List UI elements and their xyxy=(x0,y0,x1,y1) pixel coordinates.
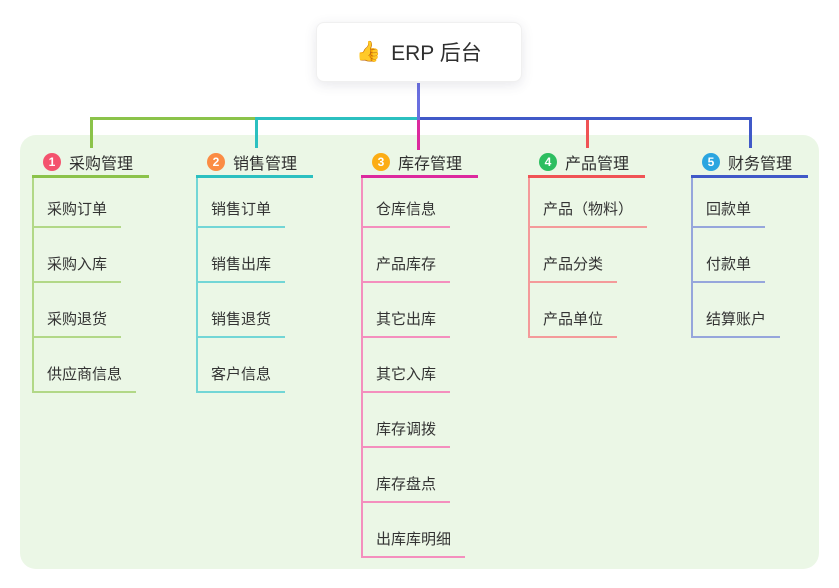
branch-inventory-header: 3 库存管理 xyxy=(361,148,478,178)
branch-inventory: 3 库存管理 仓库信息 产品库存 其它出库 其它入库 库存调拨 库存盘点 出库库… xyxy=(361,148,478,558)
node-item: 销售出库 xyxy=(198,228,286,283)
branch-finance-items: 回款单 付款单 结算账户 xyxy=(691,178,808,338)
node-item: 出库库明细 xyxy=(363,503,466,558)
branch-number-badge: 4 xyxy=(539,152,557,171)
branch-finance: 5 财务管理 回款单 付款单 结算账户 xyxy=(691,148,808,338)
node-item: 其它入库 xyxy=(363,338,451,393)
thumbs-up-icon: 👍 xyxy=(356,41,382,63)
root-node: 👍 ERP 后台 xyxy=(316,22,522,82)
branches-background-panel xyxy=(20,135,819,569)
branch-purchase-items: 采购订单 采购入库 采购退货 供应商信息 xyxy=(32,178,149,393)
branch-number-badge: 5 xyxy=(702,152,720,171)
branch-product-header: 4 产品管理 xyxy=(528,148,645,178)
branch-label: 采购管理 xyxy=(69,155,134,173)
branch-product: 4 产品管理 产品（物料） 产品分类 产品单位 xyxy=(528,148,648,338)
branch-sales-items: 销售订单 销售出库 销售退货 客户信息 xyxy=(196,178,313,393)
node-item: 回款单 xyxy=(693,178,766,228)
node-item: 供应商信息 xyxy=(34,338,137,393)
branch-number-badge: 2 xyxy=(207,152,225,171)
node-item: 采购订单 xyxy=(34,178,122,228)
node-item: 结算账户 xyxy=(693,283,781,338)
node-item: 其它出库 xyxy=(363,283,451,338)
branch-product-items: 产品（物料） 产品分类 产品单位 xyxy=(528,178,648,338)
node-item: 产品库存 xyxy=(363,228,451,283)
branch-label: 销售管理 xyxy=(233,155,298,173)
branch-label: 财务管理 xyxy=(728,155,793,173)
branch-label: 库存管理 xyxy=(398,155,463,173)
node-item: 采购入库 xyxy=(34,228,122,283)
node-item: 仓库信息 xyxy=(363,178,451,228)
branch-finance-header: 5 财务管理 xyxy=(691,148,808,178)
node-item: 库存调拨 xyxy=(363,393,451,448)
node-item: 付款单 xyxy=(693,228,766,283)
node-item: 产品分类 xyxy=(530,228,618,283)
branch-label: 产品管理 xyxy=(565,155,630,173)
node-item: 产品单位 xyxy=(530,283,618,338)
branch-sales: 2 销售管理 销售订单 销售出库 销售退货 客户信息 xyxy=(196,148,313,393)
branch-purchase: 1 采购管理 采购订单 采购入库 采购退货 供应商信息 xyxy=(32,148,149,393)
branch-number-badge: 3 xyxy=(372,152,390,171)
node-item: 采购退货 xyxy=(34,283,122,338)
node-item: 销售订单 xyxy=(198,178,286,228)
branch-purchase-header: 1 采购管理 xyxy=(32,148,149,178)
node-item: 库存盘点 xyxy=(363,448,451,503)
node-item: 销售退货 xyxy=(198,283,286,338)
branch-number-badge: 1 xyxy=(43,152,61,171)
node-item: 产品（物料） xyxy=(530,178,648,228)
branch-inventory-items: 仓库信息 产品库存 其它出库 其它入库 库存调拨 库存盘点 出库库明细 xyxy=(361,178,478,558)
node-item: 客户信息 xyxy=(198,338,286,393)
branch-sales-header: 2 销售管理 xyxy=(196,148,313,178)
root-node-title: ERP 后台 xyxy=(391,42,482,65)
